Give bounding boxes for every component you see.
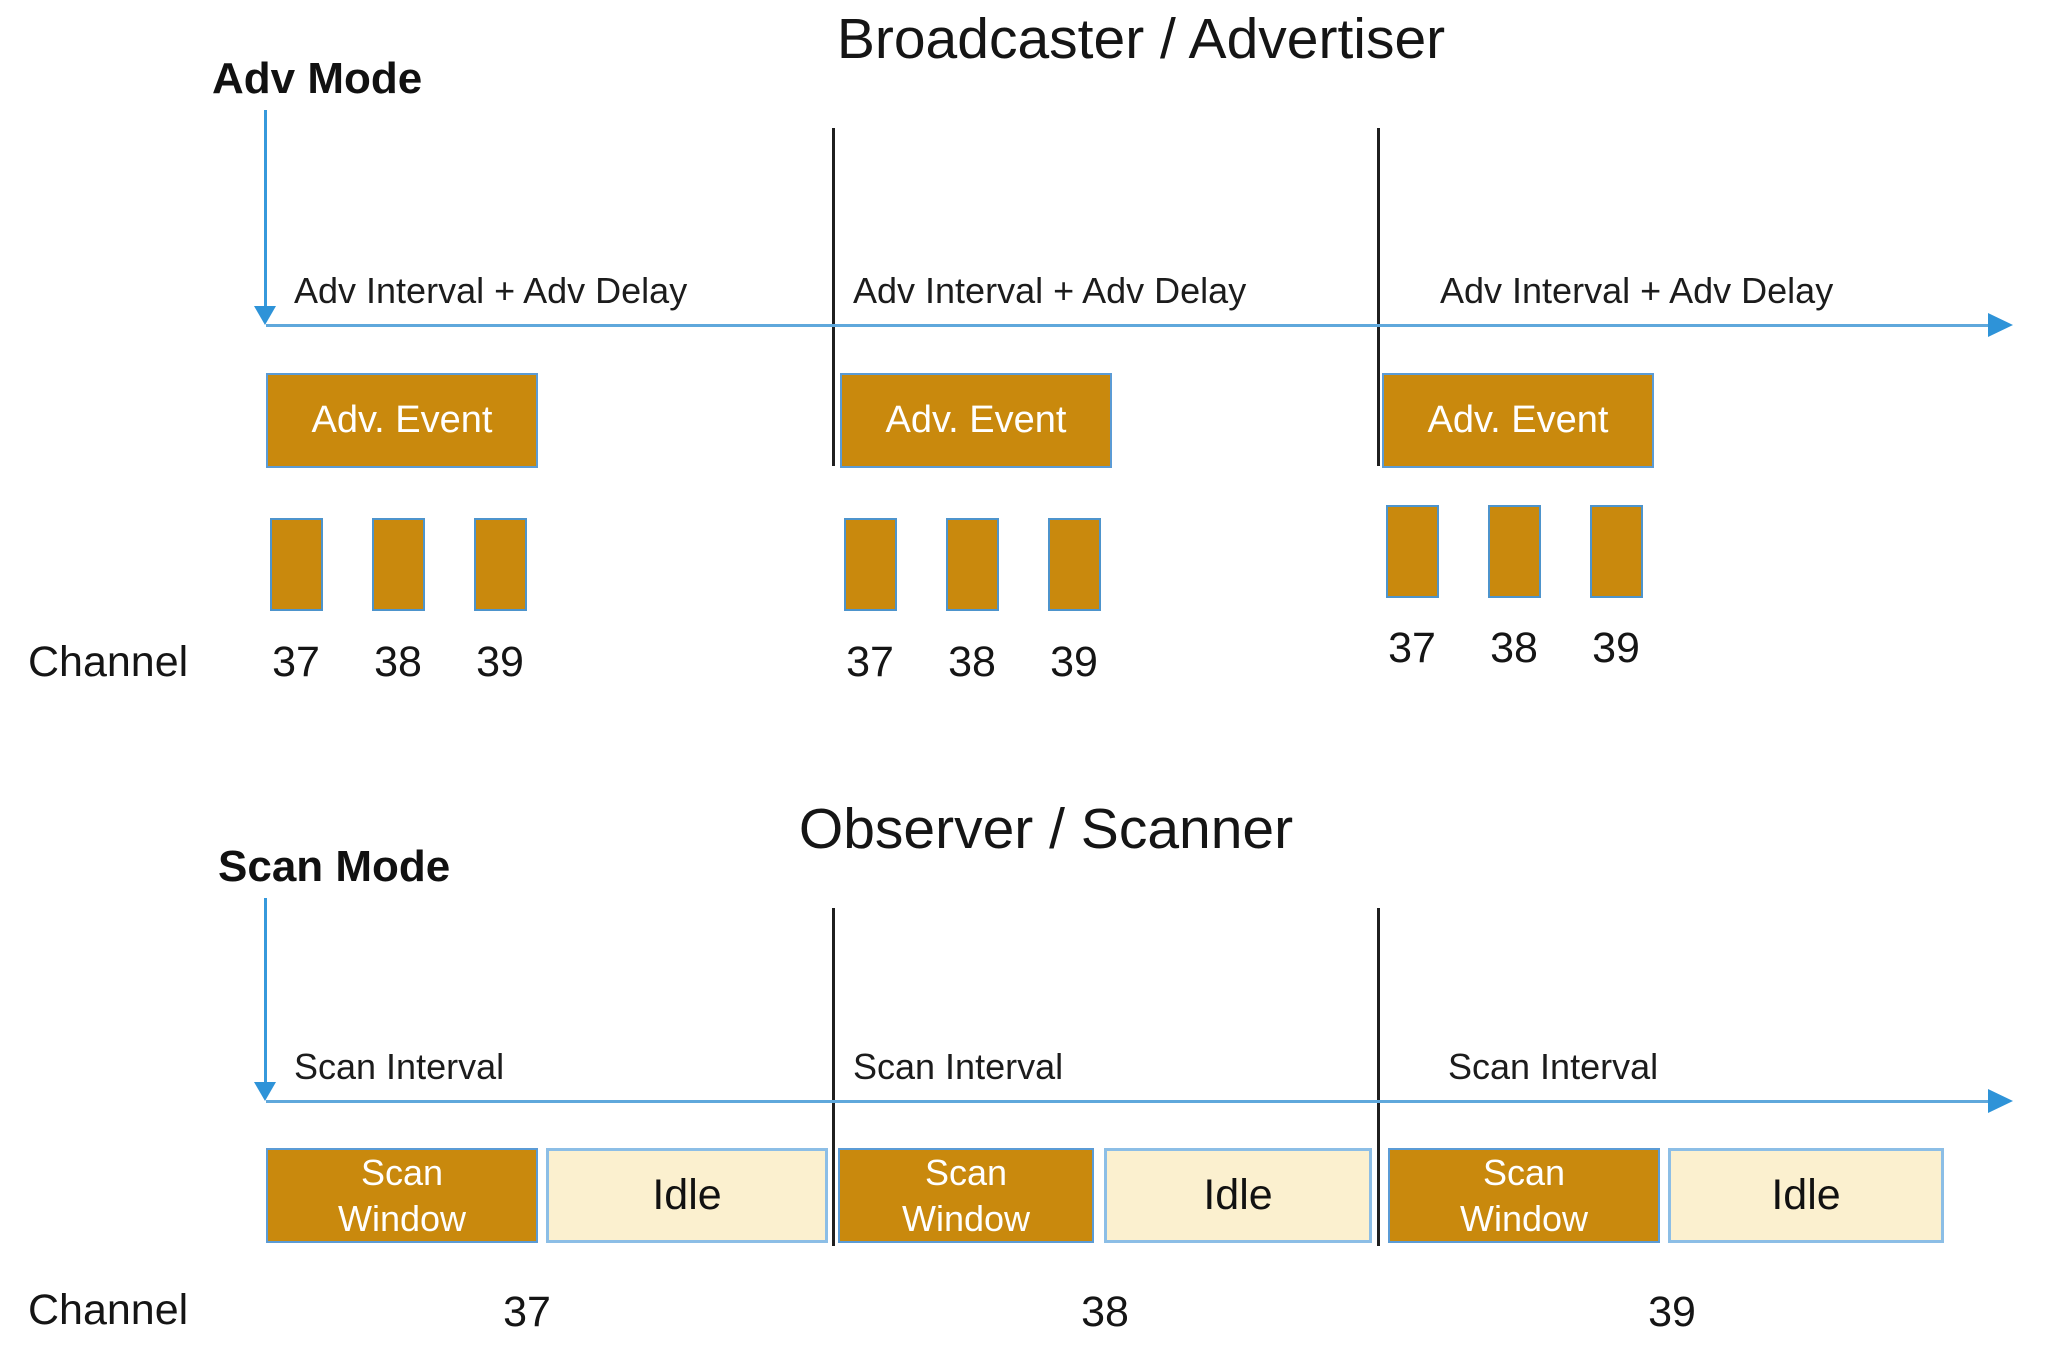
down-arrow-icon: [254, 1082, 276, 1101]
adv-event-box: Adv. Event: [840, 373, 1112, 468]
channel-bar: [1048, 518, 1101, 611]
channel-number: 37: [272, 638, 320, 686]
channel-number: 37: [503, 1288, 551, 1336]
channel-bar: [270, 518, 323, 611]
channel-number: 38: [374, 638, 422, 686]
scan-window-label: Scan Window: [337, 1151, 467, 1239]
channel-bar: [372, 518, 425, 611]
channel-number: 38: [1081, 1288, 1129, 1336]
channel-number: 39: [476, 638, 524, 686]
scan-window-box: Scan Window: [1388, 1148, 1660, 1243]
idle-box: Idle: [1104, 1148, 1372, 1243]
scan-separator-line: [1377, 908, 1380, 1246]
scan-timeline-line: [266, 1100, 1990, 1103]
scanner-title: Observer / Scanner: [798, 797, 1294, 861]
scan-window-box: Scan Window: [838, 1148, 1094, 1243]
channel-bar: [1386, 505, 1439, 598]
scan-interval-label: Scan Interval: [1448, 1046, 1659, 1087]
adv-event-separator-line: [1377, 128, 1380, 466]
scan-window-label: Scan Window: [901, 1151, 1031, 1239]
adv-interval-label: Adv Interval + Adv Delay: [294, 270, 688, 311]
channel-row-label: Channel: [28, 638, 189, 686]
adv-mode-label: Adv Mode: [212, 54, 423, 103]
scan-interval-label: Scan Interval: [853, 1046, 1064, 1087]
channel-bar: [474, 518, 527, 611]
channel-number: 39: [1592, 624, 1640, 672]
scan-interval-label: Scan Interval: [294, 1046, 505, 1087]
down-arrow-icon: [254, 306, 276, 325]
channel-number: 37: [1388, 624, 1436, 672]
right-arrow-icon: [1988, 313, 2013, 337]
channel-bar: [1488, 505, 1541, 598]
scan-window-label: Scan Window: [1459, 1151, 1589, 1239]
scan-mode-label: Scan Mode: [218, 842, 451, 891]
advertiser-title: Broadcaster / Advertiser: [836, 7, 1446, 71]
adv-interval-label: Adv Interval + Adv Delay: [853, 270, 1247, 311]
down-arrow-line: [264, 898, 267, 1084]
adv-timeline-line: [266, 324, 1990, 327]
channel-number: 39: [1648, 1288, 1696, 1336]
adv-event-separator-line: [832, 128, 835, 466]
channel-number: 37: [846, 638, 894, 686]
idle-box: Idle: [546, 1148, 828, 1243]
scan-window-box: Scan Window: [266, 1148, 538, 1243]
scan-separator-line: [832, 908, 835, 1246]
channel-bar: [1590, 505, 1643, 598]
channel-row-label: Channel: [28, 1286, 189, 1334]
channel-number: 38: [1490, 624, 1538, 672]
channel-number: 39: [1050, 638, 1098, 686]
idle-box: Idle: [1668, 1148, 1944, 1243]
channel-bar: [946, 518, 999, 611]
channel-number: 38: [948, 638, 996, 686]
down-arrow-line: [264, 110, 267, 308]
adv-event-box: Adv. Event: [1382, 373, 1654, 468]
channel-bar: [844, 518, 897, 611]
adv-interval-label: Adv Interval + Adv Delay: [1440, 270, 1834, 311]
right-arrow-icon: [1988, 1089, 2013, 1113]
adv-event-box: Adv. Event: [266, 373, 538, 468]
